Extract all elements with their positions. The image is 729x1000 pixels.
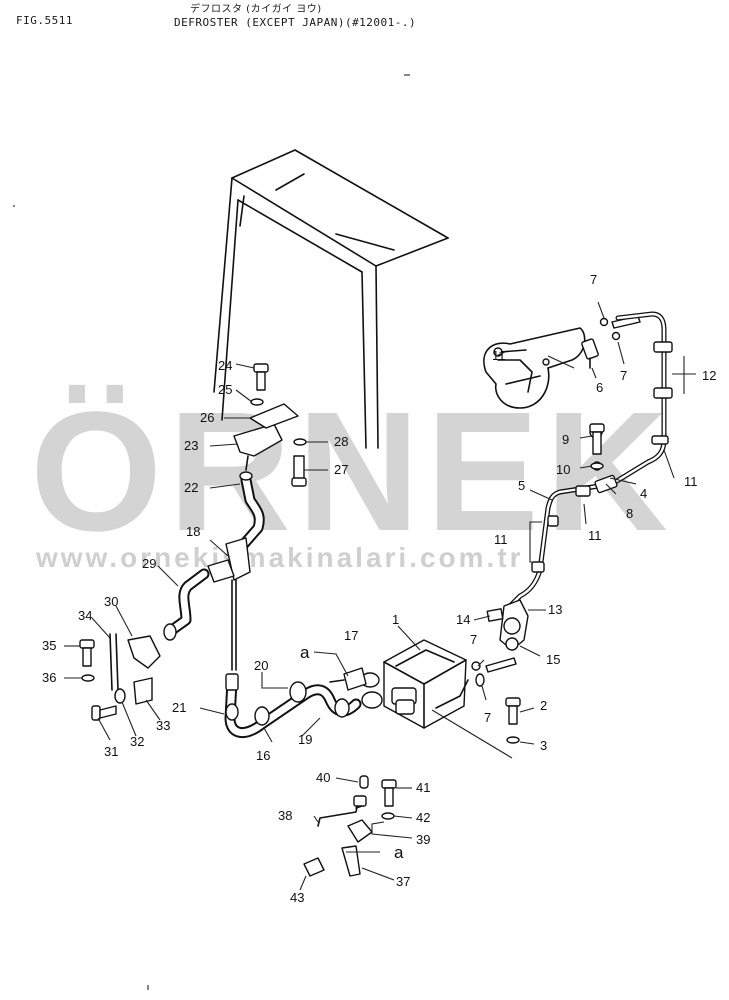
watermark: ÖRNEK www.ornekismakinalari.com.tr bbox=[30, 377, 674, 573]
callout-2: 2 bbox=[540, 698, 547, 713]
callout-37: 37 bbox=[396, 874, 410, 889]
callout-12: 12 bbox=[702, 368, 716, 383]
callout-32: 32 bbox=[130, 734, 144, 749]
riser-pipe bbox=[231, 579, 237, 671]
bottom-parts-cluster bbox=[303, 775, 397, 877]
callout-39: 39 bbox=[416, 832, 430, 847]
callout-23: 23 bbox=[184, 438, 198, 453]
callout-42: 42 bbox=[416, 810, 430, 825]
callout-24: 24 bbox=[218, 358, 232, 373]
callout-15: 15 bbox=[546, 652, 560, 667]
page-title: DEFROSTER (EXCEPT JAPAN)(#12001-.) bbox=[174, 16, 417, 29]
callout-17: 17 bbox=[344, 628, 358, 643]
upper-hose bbox=[207, 471, 265, 583]
callout-21: 21 bbox=[172, 700, 186, 715]
callout-31: 31 bbox=[104, 744, 118, 759]
bolt-2 bbox=[505, 697, 521, 744]
callout-35: 35 bbox=[42, 638, 56, 653]
callout-36: 36 bbox=[42, 670, 56, 685]
callout-a-bottom: a bbox=[394, 843, 404, 862]
callout-5: 5 bbox=[518, 478, 525, 493]
callout-25: 25 bbox=[218, 382, 232, 397]
callout-1: 1 bbox=[392, 612, 399, 627]
callout-labels: 1 2 3 4 5 6 7 7 7 7 8 9 10 11 11 11 11 1… bbox=[42, 272, 716, 905]
heater-outlet-pipe bbox=[471, 657, 517, 687]
callout-27: 27 bbox=[334, 462, 348, 477]
title-japanese: デフロスタ (カイガイ ヨウ) bbox=[190, 4, 322, 15]
callout-19: 19 bbox=[298, 732, 312, 747]
callout-34: 34 bbox=[78, 608, 92, 623]
leader-lines bbox=[64, 301, 696, 891]
callout-11-mid: 11 bbox=[588, 528, 602, 543]
side-hose bbox=[163, 568, 210, 641]
callout-28: 28 bbox=[334, 434, 348, 449]
callout-4: 4 bbox=[640, 486, 647, 501]
callout-8: 8 bbox=[626, 506, 633, 521]
watermark-text: ÖRNEK bbox=[30, 377, 674, 567]
callout-7-top: 7 bbox=[590, 272, 597, 287]
callout-16: 16 bbox=[256, 748, 270, 763]
callout-11-left: 11 bbox=[494, 532, 508, 547]
callout-9: 9 bbox=[562, 432, 569, 447]
callout-38: 38 bbox=[278, 808, 292, 823]
callout-7-lower: 7 bbox=[484, 710, 491, 725]
callout-20: 20 bbox=[254, 658, 268, 673]
callout-6: 6 bbox=[596, 380, 603, 395]
valve-assembly bbox=[486, 599, 529, 651]
callout-22: 22 bbox=[184, 480, 198, 495]
connector-17 bbox=[329, 667, 367, 691]
callout-41: 41 bbox=[416, 780, 430, 795]
defroster-pipe bbox=[507, 311, 673, 609]
callout-43: 43 bbox=[290, 890, 304, 905]
callout-18: 18 bbox=[186, 524, 200, 539]
left-bracket-cluster bbox=[79, 633, 161, 721]
callout-a-top: a bbox=[300, 643, 310, 662]
callout-11-right: 11 bbox=[684, 474, 698, 489]
callout-13: 13 bbox=[548, 602, 562, 617]
heater-unit bbox=[360, 639, 513, 759]
cab-outline bbox=[213, 149, 449, 449]
figure-number: FIG.5511 bbox=[16, 14, 73, 27]
callout-3: 3 bbox=[540, 738, 547, 753]
callout-29: 29 bbox=[142, 556, 156, 571]
callout-11-bracket: 11 bbox=[492, 348, 506, 363]
callout-10: 10 bbox=[556, 462, 570, 477]
callout-14: 14 bbox=[456, 612, 470, 627]
callout-30: 30 bbox=[104, 594, 118, 609]
watermark-url: www.ornekismakinalari.com.tr bbox=[35, 542, 524, 573]
lower-hose bbox=[224, 673, 362, 738]
callout-40: 40 bbox=[316, 770, 330, 785]
upper-bracket bbox=[233, 363, 307, 487]
callout-33: 33 bbox=[156, 718, 170, 733]
scan-marks bbox=[13, 74, 410, 990]
callout-7-right: 7 bbox=[620, 368, 627, 383]
callout-7-heater: 7 bbox=[470, 632, 477, 647]
callout-26: 26 bbox=[200, 410, 214, 425]
